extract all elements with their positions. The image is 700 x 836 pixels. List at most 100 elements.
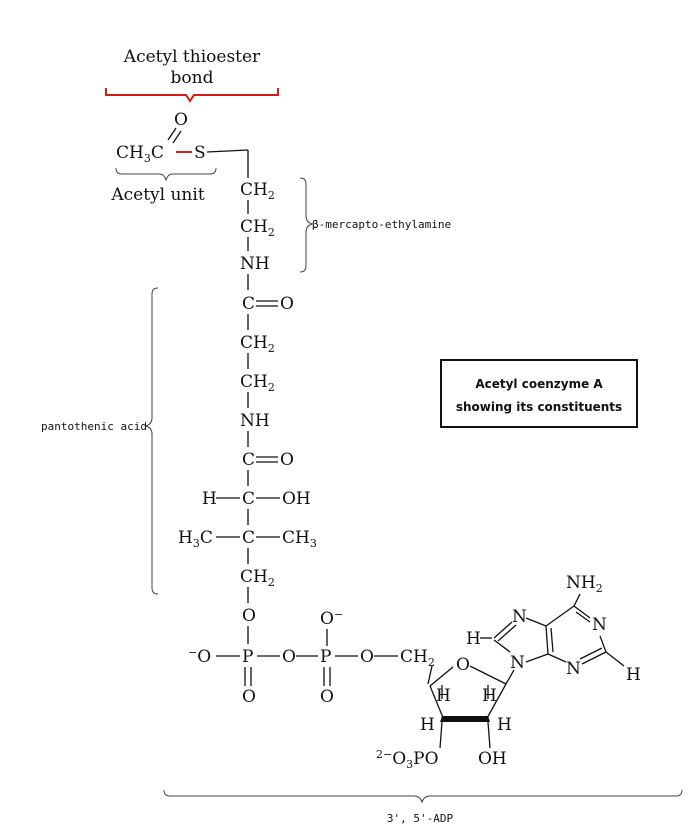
- ring-bold-edge: [440, 716, 490, 722]
- ring-bond: [605, 651, 625, 667]
- ring-bond: [545, 605, 575, 627]
- adp-brace: [163, 789, 683, 804]
- svg-text:CH2: CH2: [400, 647, 435, 669]
- svg-text:CH2: CH2: [240, 333, 275, 355]
- svg-text:H3C: H3C: [178, 528, 213, 550]
- chain-ch2-5: CH2: [240, 567, 275, 589]
- adenine-n1: N: [592, 615, 607, 635]
- adenine-nh2: NH2: [566, 573, 603, 595]
- svg-text:−O: −O: [188, 646, 211, 667]
- p1-oxygen: O: [242, 687, 256, 707]
- acetyl-unit-label: Acetyl unit: [110, 185, 204, 205]
- thioester-label-line1: Acetyl thioester: [123, 47, 261, 67]
- acetyl-unit-brace: [115, 167, 217, 182]
- chain-o-3: O: [242, 606, 256, 626]
- double-bond-b: [497, 624, 517, 642]
- ring-bond: [545, 625, 549, 655]
- ring-h-2: H: [482, 686, 497, 706]
- chain-nh-2: NH: [240, 411, 270, 431]
- ring-oxygen: O: [456, 655, 470, 675]
- adp-label: 3', 5'-ADP: [387, 812, 454, 825]
- adenine-h8: H: [466, 629, 481, 649]
- co-bond-2: [172, 130, 182, 144]
- chain-ch2-1: CH2: [240, 180, 275, 202]
- svg-text:2−O3PO: 2−O3PO: [376, 748, 439, 771]
- adenine-n3: N: [566, 659, 581, 679]
- double-bond-b: [575, 611, 591, 623]
- ring-bond: [573, 593, 581, 607]
- ring-bond: [427, 665, 433, 685]
- info-box-line2: showing its constituents: [456, 400, 622, 414]
- o-minus-left: −O: [188, 646, 211, 667]
- ring-bond: [469, 665, 507, 685]
- adenine-h2: H: [626, 665, 641, 685]
- ring-bond: [429, 666, 454, 687]
- mercapto-label: β-mercapto-ethylamine: [312, 218, 451, 231]
- chain-h: H: [202, 489, 217, 509]
- svg-text:O−: O−: [320, 608, 343, 629]
- chain-ch2-2: CH2: [240, 217, 275, 239]
- ring-bond: [485, 683, 507, 721]
- ring-bond: [429, 685, 445, 721]
- double-bond-a: [493, 621, 513, 639]
- svg-text:CH2: CH2: [240, 567, 275, 589]
- svg-text:CH2: CH2: [240, 180, 275, 202]
- p2-o-minus: O−: [320, 608, 343, 629]
- ring-bond: [493, 639, 511, 653]
- phosphate-3prime: 2−O3PO: [376, 748, 439, 771]
- adenine-n7: N: [512, 607, 527, 627]
- ribose-ch2: CH2: [400, 647, 435, 669]
- svg-text:CH3: CH3: [282, 528, 317, 550]
- phosphorus-1: P: [242, 647, 253, 667]
- svg-text:NH2: NH2: [566, 573, 603, 595]
- double-bond-a: [573, 605, 591, 619]
- ring-bond: [550, 627, 554, 653]
- double-bond-a: [581, 651, 607, 665]
- chain-ch3: CH3: [282, 528, 317, 550]
- chain-o-2: O: [280, 450, 294, 470]
- ester-oxygen: O: [360, 647, 374, 667]
- phosphorus-2: P: [320, 647, 331, 667]
- adenine-n9: N: [510, 653, 525, 673]
- ribose-oh: OH: [478, 749, 507, 769]
- ring-h-1: H: [436, 686, 451, 706]
- ring-bond: [599, 635, 607, 653]
- chain-c-1: C: [242, 294, 255, 314]
- p2-oxygen: O: [320, 687, 334, 707]
- co-bond-1: [167, 127, 177, 141]
- chain-c-4: C: [242, 528, 255, 548]
- bridge-oxygen: O: [282, 647, 296, 667]
- chain-h3c: H3C: [178, 528, 213, 550]
- ring-bond: [525, 617, 547, 627]
- thioester-bracket: [105, 88, 279, 103]
- ch3-group: CH3C: [116, 143, 164, 165]
- info-box-line1: Acetyl coenzyme A: [475, 377, 603, 391]
- chain-ch2-3: CH2: [240, 333, 275, 355]
- pantothenic-label: pantothenic acid: [41, 420, 147, 433]
- ring-bond: [487, 721, 491, 749]
- svg-text:CH3C: CH3C: [116, 143, 164, 165]
- svg-text:CH2: CH2: [240, 372, 275, 394]
- ring-bond: [505, 669, 515, 685]
- chain-nh-1: NH: [240, 254, 270, 274]
- svg-text:CH2: CH2: [240, 217, 275, 239]
- info-box: [440, 359, 638, 428]
- double-bond-b: [579, 647, 603, 660]
- carbonyl-oxygen: O: [174, 110, 188, 130]
- chain-o-1: O: [280, 294, 294, 314]
- ring-h-4: H: [497, 715, 512, 735]
- chain-c-2: C: [242, 450, 255, 470]
- sulfur-atom: S: [194, 143, 206, 163]
- ring-bond: [439, 721, 443, 749]
- chain-oh: OH: [282, 489, 311, 509]
- ring-bond: [547, 653, 567, 663]
- chain-ch2-4: CH2: [240, 372, 275, 394]
- ring-bond: [525, 653, 549, 663]
- pantothenic-brace: [144, 287, 159, 595]
- s-ch2-bond: [206, 149, 249, 153]
- mercapto-brace: [299, 177, 314, 273]
- chain-c-3: C: [242, 489, 255, 509]
- ring-h-3: H: [420, 715, 435, 735]
- thioester-label-line2: bond: [171, 68, 214, 88]
